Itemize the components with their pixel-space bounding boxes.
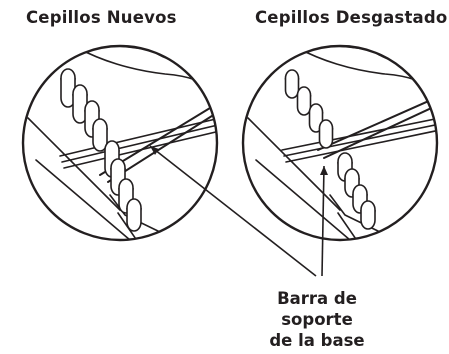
callout-line-1: Barra de bbox=[277, 289, 357, 308]
title-worn-brushes: Cepillos Desgastado bbox=[255, 8, 448, 27]
base-support-bar-callout: Barra de soporte de la base bbox=[262, 288, 372, 351]
title-new-brushes: Cepillos Nuevos bbox=[26, 8, 177, 27]
worn-brush-bristles bbox=[286, 70, 376, 229]
new-brushes-detail-circle bbox=[23, 46, 224, 248]
worn-brushes-detail-circle bbox=[243, 46, 442, 248]
new-brush-bristles bbox=[61, 69, 141, 231]
callout-line-3: de la base bbox=[269, 331, 365, 350]
callout-leader-lines bbox=[150, 146, 328, 276]
callout-line-2: soporte bbox=[281, 310, 353, 329]
